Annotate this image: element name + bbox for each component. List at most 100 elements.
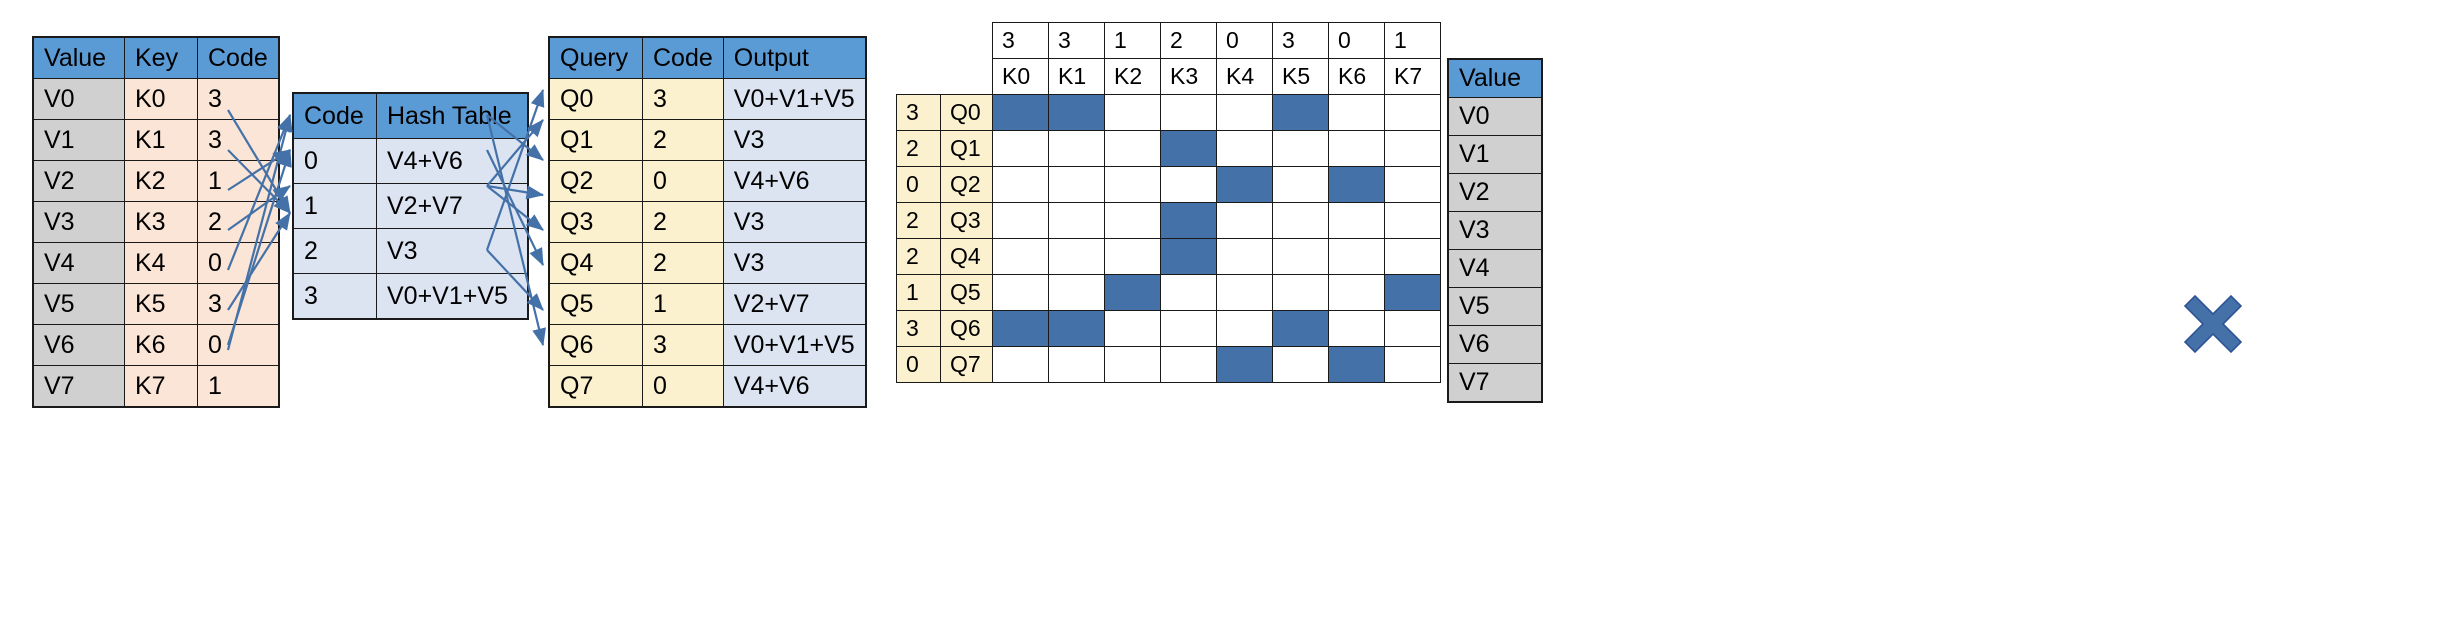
table-row: V4 K4 0 [32,242,280,284]
matrix-cell [1160,238,1217,275]
table-header-row: Value Key Code [32,36,280,79]
table-row: Q6 3 V0+V1+V5 [548,324,867,366]
matrix-cell [1328,346,1385,383]
output-cell: V4+V6 [722,365,867,408]
column-header-hash-table: Hash Table [376,92,529,139]
matrix-cell [1384,130,1441,167]
value-cell: V4 [1447,249,1543,288]
row-code: 2 [896,238,941,275]
table-row: Q1 2 V3 [548,119,867,161]
value-key-code-table: Value Key Code V0 K0 3 V1 K1 3 V2 K2 1 V… [32,36,280,408]
query-cell: Q3 [548,201,643,243]
column-label-k5: K5 [1272,58,1329,95]
column-code: 0 [1216,22,1273,59]
column-label-k2: K2 [1104,58,1161,95]
table-row: V0 K0 3 [32,78,280,120]
table-row: Q4 2 V3 [548,242,867,284]
key-cell: K1 [124,119,198,161]
output-cell: V3 [722,242,867,284]
query-code-output-table: Query Code Output Q0 3 V0+V1+V5 Q1 2 V3 … [548,36,867,408]
column-code: 3 [1272,22,1329,59]
matrix-cell [1048,310,1105,347]
code-cell: 3 [642,324,724,366]
matrix-cell [992,166,1049,203]
value-cell: V5 [1447,287,1543,326]
table-row: 2 V3 [292,228,529,274]
matrix-cell [1384,238,1441,275]
code-cell: 3 [642,78,724,120]
value-cell: V2 [32,160,125,202]
table-row: V7 [1447,363,1543,403]
table-row: V5 K5 3 [32,283,280,325]
code-cell: 0 [642,365,724,408]
value-cell: V4 [32,242,125,284]
matrix-cell [1104,346,1161,383]
matrix-cell [1048,130,1105,167]
query-cell: Q1 [548,119,643,161]
row-code: 3 [896,310,941,347]
matrix-cell [1272,274,1329,311]
column-header-code: Code [292,92,377,139]
table-header-row: Code Hash Table [292,92,529,139]
matrix-cell [1216,310,1273,347]
value-cell: V1 [32,119,125,161]
matrix-column-label-row: K0 K1 K2 K3 K4 K5 K6 K7 [897,58,1441,95]
row-code: 3 [896,94,941,131]
code-cell: 0 [196,324,280,366]
matrix-cell [1160,130,1217,167]
row-label-q5: Q5 [940,274,993,311]
query-cell: Q6 [548,324,643,366]
output-cell: V2+V7 [722,283,867,325]
matrix-cell [1160,310,1217,347]
matrix-cell [1048,346,1105,383]
matrix-table: 3 3 1 2 0 3 0 1 K0 K1 K2 K3 K4 K5 K6 K7 … [896,22,1441,383]
matrix-cell [1048,94,1105,131]
matrix-cell [992,310,1049,347]
matrix-cell [1216,238,1273,275]
matrix-cell [1328,202,1385,239]
column-header-output: Output [722,36,867,79]
query-cell: Q4 [548,242,643,284]
matrix-cell [1160,274,1217,311]
code-cell: 3 [292,273,377,320]
column-header-query: Query [548,36,643,79]
matrix-cell [1328,274,1385,311]
key-cell: K0 [124,78,198,120]
column-code: 1 [1384,22,1441,59]
value-cell: V6 [1447,325,1543,364]
hash-table: Code Hash Table 0 V4+V6 1 V2+V7 2 V3 3 V… [292,92,529,320]
table-row: V5 [1447,287,1543,326]
matrix-row: 0 Q7 [896,346,1441,383]
matrix-cell [1104,310,1161,347]
table-row: 3 V0+V1+V5 [292,273,529,320]
column-label-k4: K4 [1216,58,1273,95]
key-cell: K6 [124,324,198,366]
matrix-cell [1104,274,1161,311]
matrix-cell [1328,310,1385,347]
row-label-q6: Q6 [940,310,993,347]
column-label-k3: K3 [1160,58,1217,95]
matrix-cell [1272,346,1329,383]
value-cell: V5 [32,283,125,325]
value-cell: V2 [1447,173,1543,212]
row-code: 2 [896,202,941,239]
matrix-cell [1160,94,1217,131]
column-code: 1 [1104,22,1161,59]
spacer [897,59,941,95]
value-vector-table: Value V0 V1 V2 V3 V4 V5 V6 V7 [1447,58,1543,403]
matrix-cell [1104,130,1161,167]
row-label-q7: Q7 [940,346,993,383]
table-row: V4 [1447,249,1543,288]
column-code: 3 [992,22,1049,59]
matrix-row: 1 Q5 [896,274,1441,311]
code-cell: 1 [196,365,280,408]
output-cell: V0+V1+V5 [722,324,867,366]
matrix-cell [1272,166,1329,203]
column-label-k7: K7 [1384,58,1441,95]
matrix-cell [992,346,1049,383]
code-cell: 2 [196,201,280,243]
matrix-cell [992,94,1049,131]
key-cell: K4 [124,242,198,284]
row-label-q1: Q1 [940,130,993,167]
matrix-cell [1384,346,1441,383]
